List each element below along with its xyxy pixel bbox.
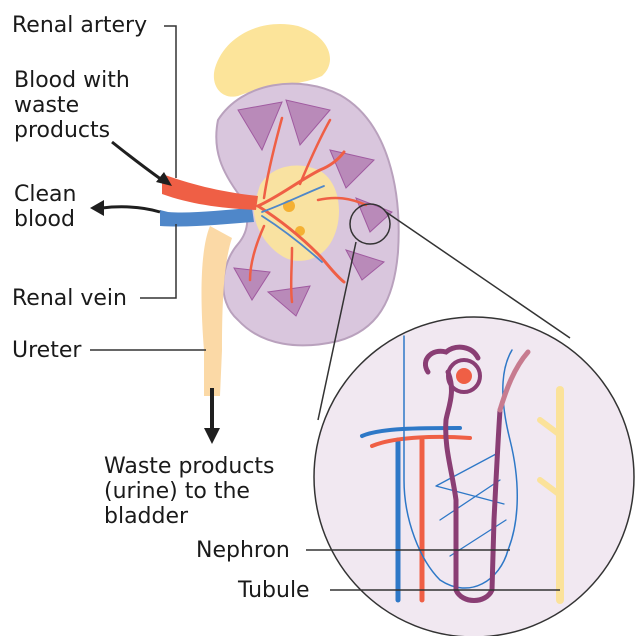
- blood-with-waste-line: products: [14, 118, 130, 143]
- nephron-label: Nephron: [196, 538, 290, 563]
- tubule-label: Tubule: [238, 578, 310, 603]
- blood-with-waste-line: Blood with: [14, 68, 130, 93]
- clean-blood-line: Clean: [14, 182, 76, 207]
- waste-products-line: bladder: [104, 504, 275, 529]
- clean-blood-line: blood: [14, 207, 76, 232]
- renal-vein-label: Renal vein: [12, 286, 127, 311]
- renal-artery-label: Renal artery: [12, 13, 147, 38]
- clean-blood-arrow: [102, 207, 160, 212]
- waste-products-line: Waste products: [104, 454, 275, 479]
- blood-with-waste-label: Blood with waste products: [14, 68, 130, 143]
- ureter-label: Ureter: [12, 338, 81, 363]
- waste-products-label: Waste products (urine) to the bladder: [104, 454, 275, 529]
- ureter: [202, 226, 232, 396]
- renal-vein: [160, 208, 254, 227]
- waste-products-line: (urine) to the: [104, 479, 275, 504]
- blood-with-waste-line: waste: [14, 93, 130, 118]
- clean-blood-label: Clean blood: [14, 182, 76, 232]
- incoming-blood-arrow: [112, 142, 162, 180]
